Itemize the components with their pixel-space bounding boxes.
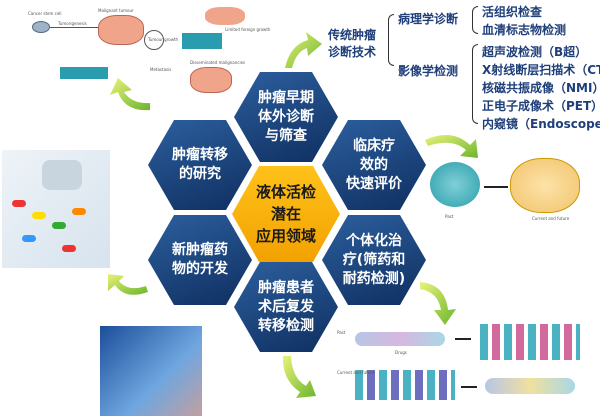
tree-root: 传统肿瘤 诊断技术 bbox=[328, 28, 377, 59]
brace bbox=[472, 6, 478, 34]
hex-personalized-therapy: 个体化治 疗(筛药和 耐药检测) bbox=[322, 215, 426, 305]
personalized-medicine-figure: Past Drugs Current and future bbox=[335, 320, 600, 418]
fig-label: Past bbox=[337, 330, 346, 335]
arrow-lower-right bbox=[420, 282, 456, 325]
fig-label: Metastasis bbox=[150, 67, 172, 72]
fig-label: Disseminated malignancies bbox=[190, 60, 246, 65]
pathology-item: 血清标志物检测 bbox=[482, 23, 567, 37]
fig-label: Cancer stem cell bbox=[28, 11, 62, 16]
arrow-top-right bbox=[285, 32, 322, 68]
fig-label: Tumorigenesis bbox=[58, 21, 87, 26]
hex-efficacy-evaluation: 临床疗 效的 快速评价 bbox=[322, 120, 426, 210]
imaging-item: X射线断层扫描术（CT） bbox=[482, 63, 600, 77]
therapy-figure: Past Current and future bbox=[420, 150, 600, 230]
metastasis-figure: Cancer stem cell Tumorigenesis Malignant… bbox=[20, 5, 270, 95]
pills-photo bbox=[2, 150, 110, 268]
imaging-item: 核磁共振成像（NMI） bbox=[482, 81, 600, 95]
fig-label: Drugs bbox=[395, 350, 407, 355]
arrow-bottom bbox=[282, 356, 316, 398]
hex-center-liquid-biopsy: 液体活检 潜在 应用领域 bbox=[232, 166, 340, 262]
imaging-item: 超声波检测（B超） bbox=[482, 45, 588, 59]
fig-label: Malignant tumour bbox=[98, 8, 134, 13]
imaging-item: 内窥镜（Endoscope） bbox=[482, 117, 600, 131]
fig-label: Tumour growth bbox=[148, 37, 179, 42]
fig-label: Current and future bbox=[337, 370, 375, 375]
fig-label: Limited foreign growth bbox=[225, 27, 271, 32]
arrow-upper-left bbox=[110, 78, 150, 111]
brace bbox=[388, 14, 394, 66]
pathology-label: 病理学诊断 bbox=[398, 12, 459, 26]
fig-label: Current and future bbox=[532, 216, 570, 221]
imaging-item: 正电子成像术（PET） bbox=[482, 99, 600, 113]
pathology-item: 活组织检查 bbox=[482, 5, 543, 19]
arrow-upper-right bbox=[425, 135, 478, 158]
fig-label: Past bbox=[445, 214, 454, 219]
lab-photo bbox=[100, 326, 202, 416]
imaging-label: 影像学检测 bbox=[398, 64, 459, 78]
arrow-lower-left bbox=[108, 274, 148, 295]
brace bbox=[472, 44, 478, 124]
